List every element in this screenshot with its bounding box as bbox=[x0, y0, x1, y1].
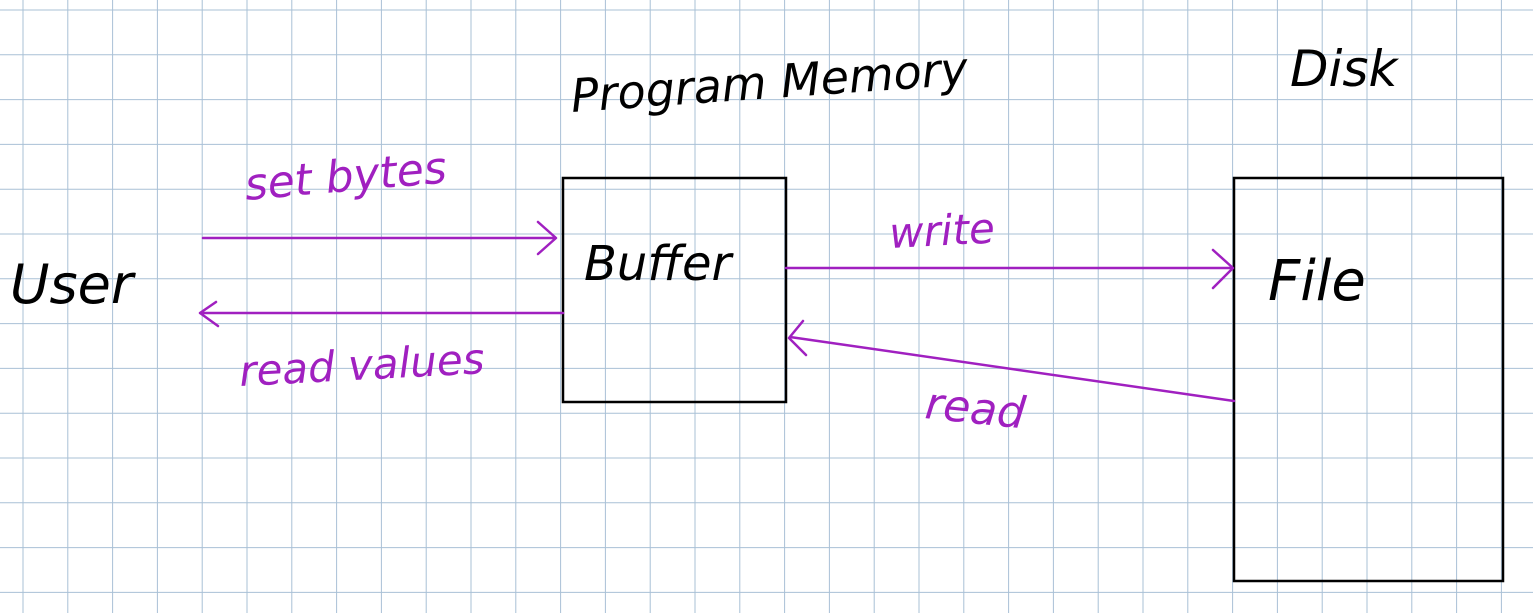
write-arrow bbox=[784, 248, 1235, 290]
user-label: User bbox=[10, 253, 136, 316]
read-label: read bbox=[923, 378, 1029, 439]
read-arrow bbox=[787, 319, 1236, 403]
file-label: File bbox=[1268, 249, 1366, 314]
set-bytes-arrow bbox=[201, 220, 558, 256]
buffer-label: Buffer bbox=[584, 236, 735, 292]
read-values-label: read values bbox=[238, 334, 486, 396]
buffer-box bbox=[561, 176, 788, 404]
file-box bbox=[1232, 176, 1505, 583]
set-bytes-label: set bytes bbox=[243, 143, 449, 211]
disk-heading: Disk bbox=[1290, 40, 1399, 98]
write-label: write bbox=[888, 204, 996, 258]
read-values-arrow bbox=[198, 300, 565, 328]
program-memory-heading: Program Memory bbox=[569, 41, 970, 123]
